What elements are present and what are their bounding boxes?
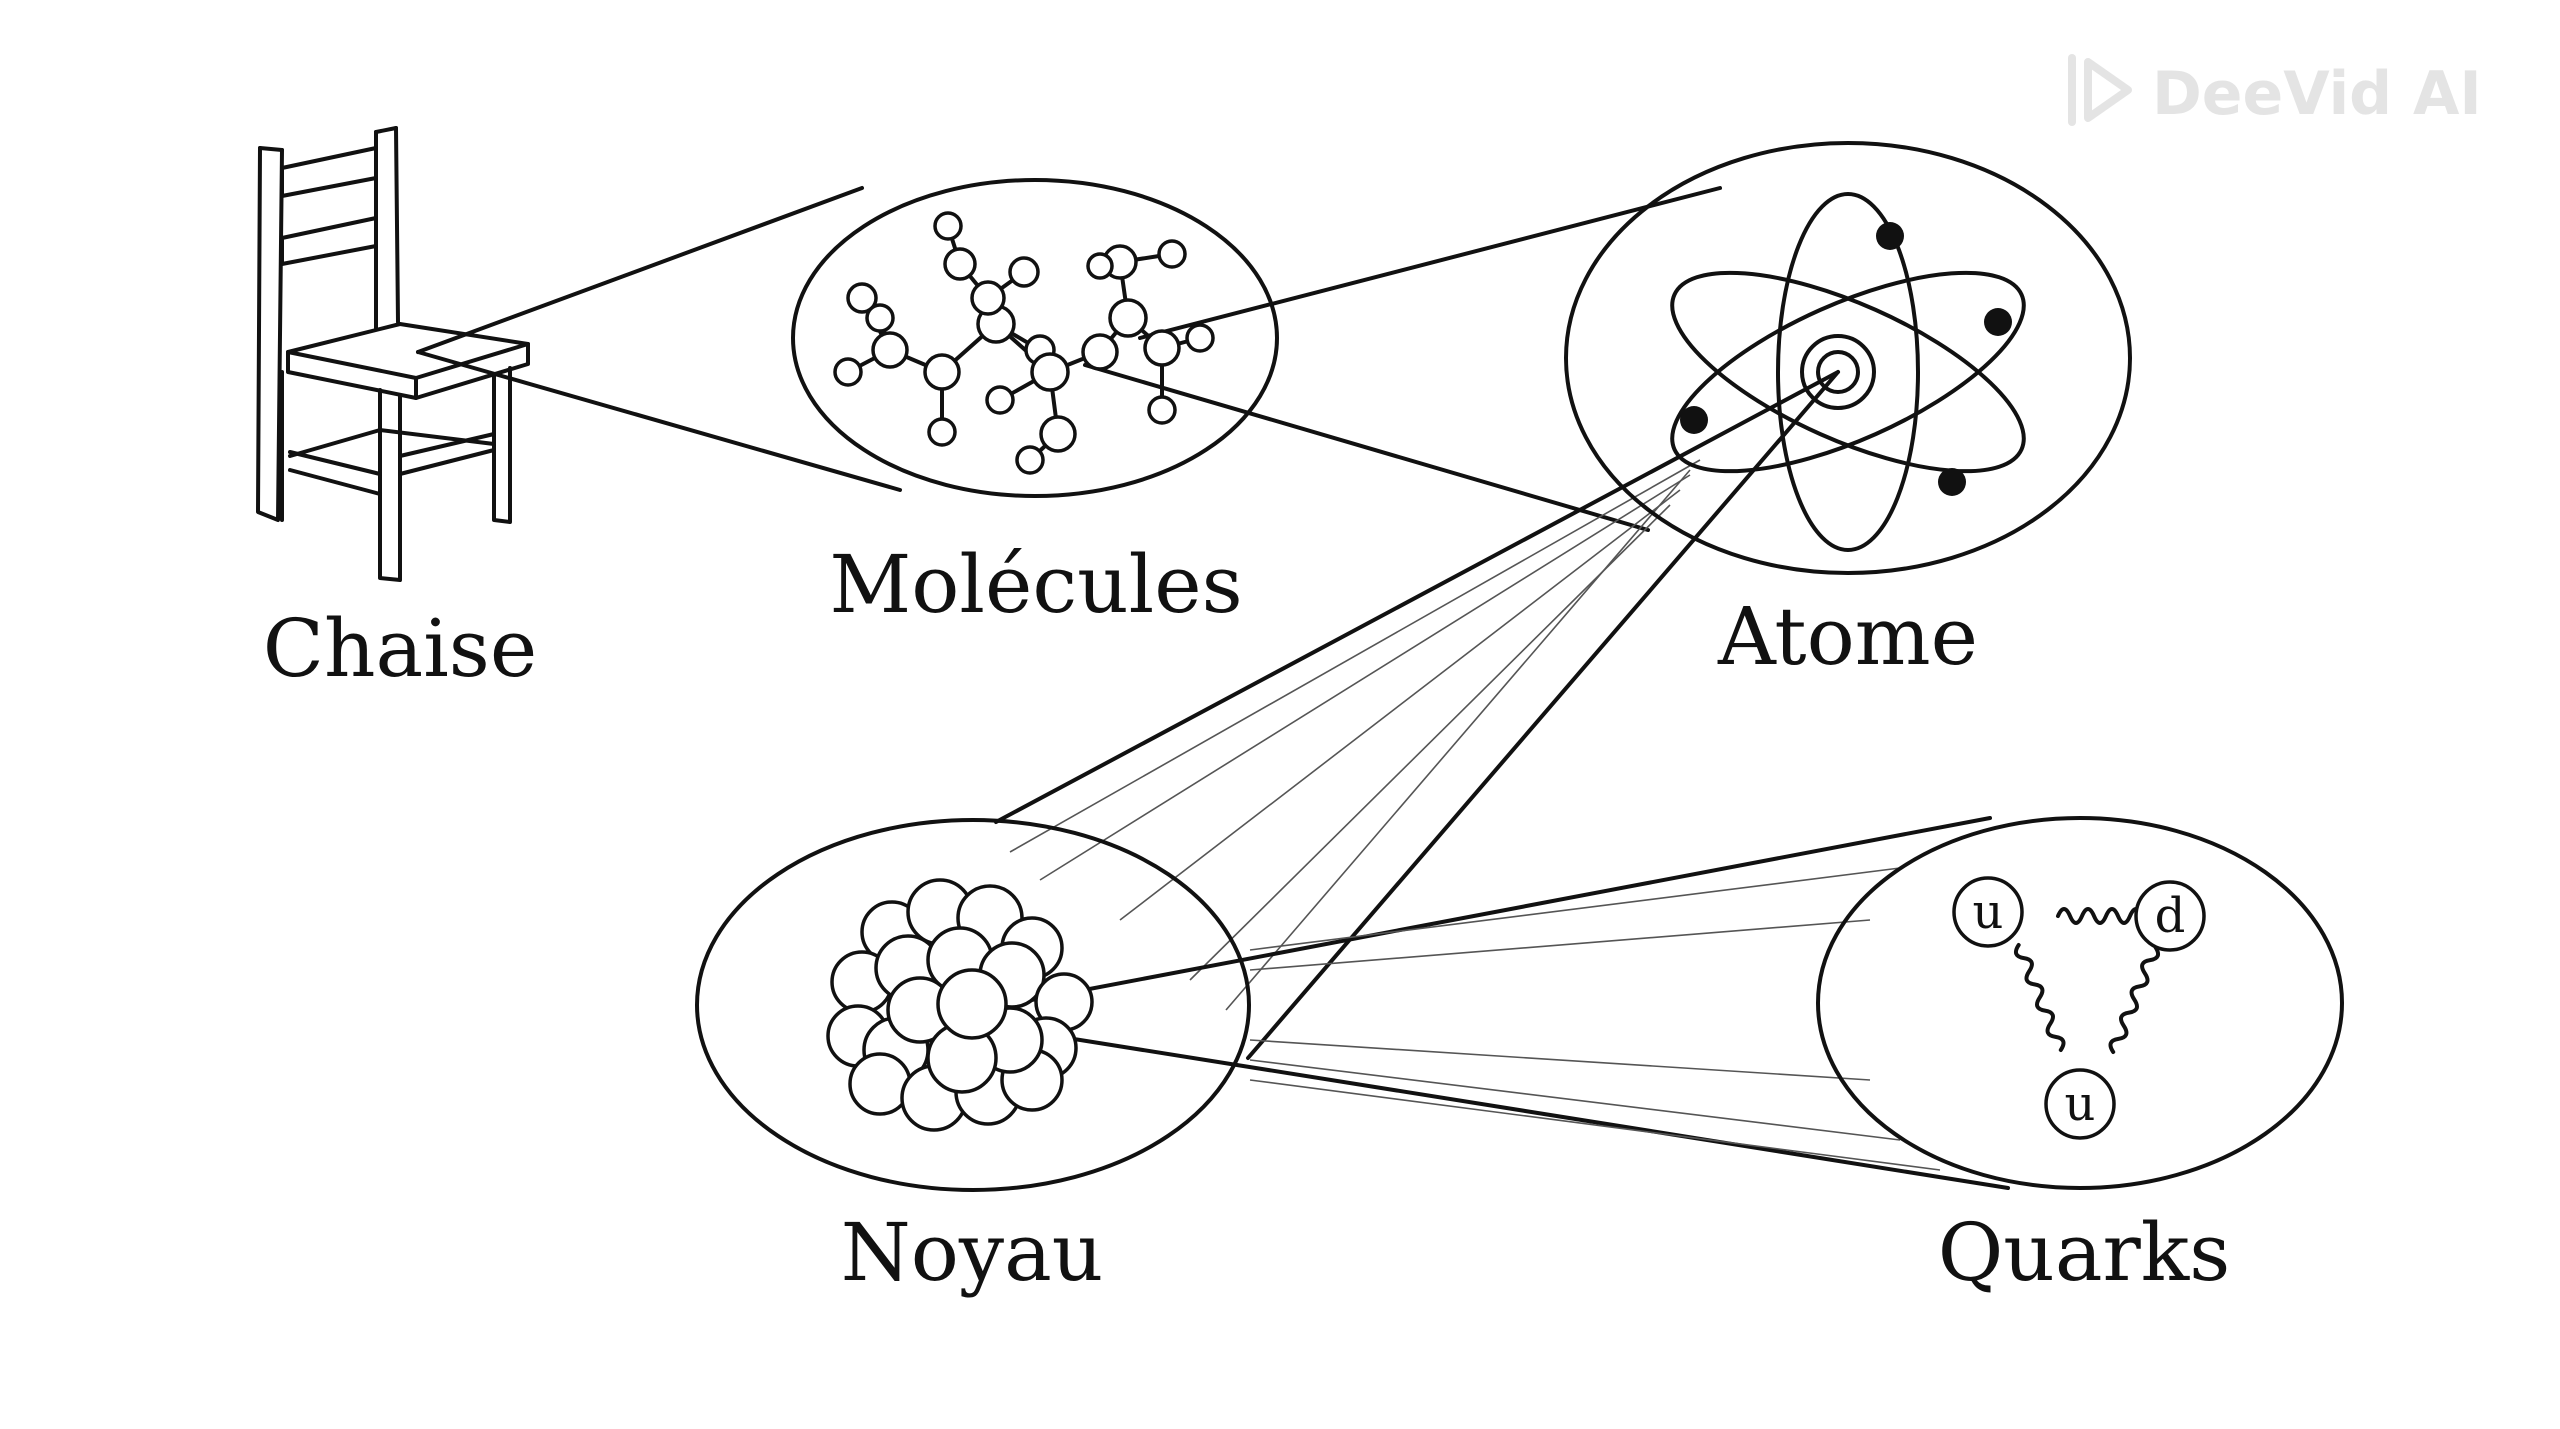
- quark-u-top: u: [1952, 876, 2024, 948]
- atom-nucleus-core: [1816, 350, 1860, 394]
- connector-lines: [416, 186, 2010, 1190]
- watermark-text: DeeVid AI: [2152, 59, 2482, 129]
- quarks-ellipse: u d u: [1816, 816, 2344, 1190]
- connector-molecules-atom-bottom: [1083, 363, 1650, 532]
- connector-nucleus-quarks-top: [1003, 816, 1992, 1007]
- connector-nucleus-quarks-bottom: [1003, 1026, 2010, 1190]
- connector-atom-nucleus-right: [1246, 370, 1840, 1060]
- quark-label: d: [2155, 888, 2186, 944]
- quark-label: u: [1973, 884, 2004, 940]
- molecule-atoms: [833, 211, 1215, 475]
- label-molecules: Molécules: [829, 538, 1242, 631]
- quark-d: d: [2134, 880, 2206, 952]
- quark-label: u: [2065, 1076, 2096, 1132]
- nucleus-ellipse: [695, 818, 1251, 1192]
- electron-orbits: [1670, 192, 2026, 552]
- play-triangle-icon: [2068, 54, 2132, 126]
- atom-ellipse: [1564, 141, 2132, 575]
- chair-illustration: [256, 126, 530, 582]
- quark-u-bottom: u: [2044, 1068, 2116, 1140]
- electrons: [1680, 222, 2012, 496]
- nucleon-cluster: [826, 878, 1094, 1132]
- atom-nucleus: [1800, 334, 1876, 410]
- label-nucleus: Noyau: [841, 1206, 1104, 1299]
- connector-molecules-atom-top: [1138, 186, 1722, 340]
- label-atom: Atome: [1717, 590, 1978, 683]
- label-quarks: Quarks: [1938, 1206, 2231, 1299]
- watermark: DeeVid AI: [2068, 54, 2482, 129]
- molecules-ellipse: [791, 178, 1279, 498]
- label-chair: Chaise: [263, 602, 537, 695]
- connector-chair-molecules-top: [416, 186, 864, 354]
- connector-atom-nucleus-left: [994, 370, 1840, 824]
